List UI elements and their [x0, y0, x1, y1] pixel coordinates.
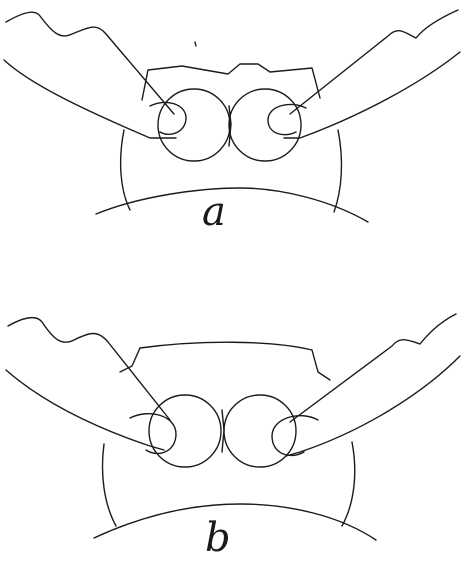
figure-a-left-arm-upper [6, 12, 174, 114]
figure-a-left-arm-lower [4, 60, 176, 138]
figure-b-body-outline [103, 444, 117, 526]
figure-b-body-outline-right [342, 442, 355, 526]
figure-a-left-disc [158, 89, 230, 161]
figure-a-drawing [4, 10, 460, 222]
figure-b-label: b [205, 518, 231, 558]
figure-a-lower-curve [96, 188, 368, 222]
figure-b-right-disc [224, 395, 296, 467]
figure-b-drawing [6, 314, 460, 540]
figure-a-label: a [202, 192, 226, 232]
figure-b-left-disc [149, 395, 221, 467]
figure-b-right-arm-upper [290, 314, 456, 422]
figure-a-top-outline [142, 64, 320, 100]
figure-a-mark [195, 42, 196, 46]
figure-a-right-arm-lower [284, 52, 460, 138]
figure-b-top-outline [120, 342, 330, 380]
figure-b-left-arm-upper [8, 318, 170, 420]
figure-a-body-outline [121, 130, 130, 210]
figure-b-center-seam [222, 410, 224, 452]
figure-b-lower-curve [94, 504, 376, 540]
figure-a-right-disc [229, 89, 301, 161]
figure-a-body-outline-right [334, 130, 341, 212]
figure-a-right-arm-upper [290, 10, 458, 114]
